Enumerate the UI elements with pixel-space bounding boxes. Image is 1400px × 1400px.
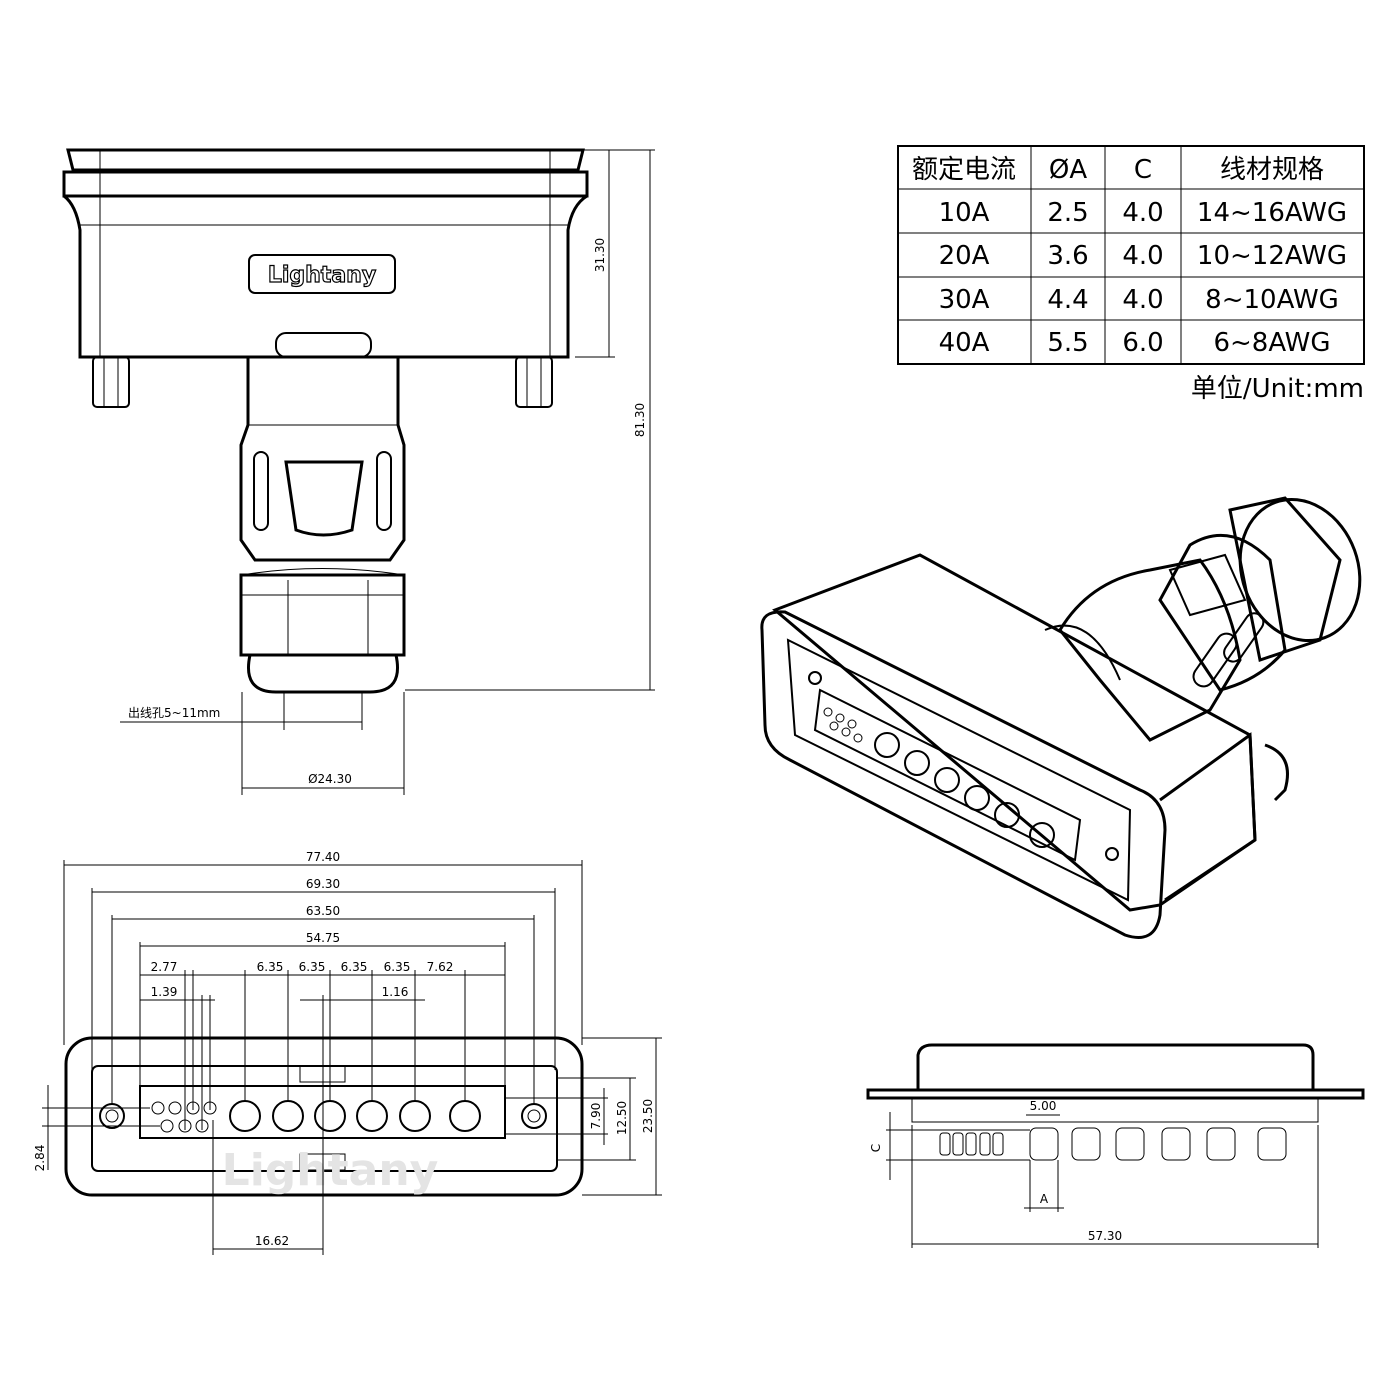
dim-pitch-6-35: 6.35 — [257, 960, 284, 974]
table-cell: 14~16AWG — [1197, 198, 1347, 228]
dim-31-30: 31.30 — [593, 238, 607, 272]
spec-table: 额定电流 ØA C 线材规格 10A 2.5 4.0 14~16AWG 20A … — [897, 145, 1365, 404]
dim-cable-hole: 出线孔5~11mm — [128, 706, 220, 720]
dim-pitch-6-35: 6.35 — [299, 960, 326, 974]
table-cell: 30A — [939, 285, 990, 315]
logo-plate — [248, 254, 396, 294]
dim-2-84: 2.84 — [33, 1145, 47, 1172]
dim-57-30: 57.30 — [1088, 1229, 1122, 1243]
isometric-view — [760, 496, 1362, 939]
dim-7-90: 7.90 — [589, 1103, 603, 1130]
gland-cap — [247, 653, 399, 694]
dim-a: A — [1040, 1192, 1049, 1206]
table-cell: 3.6 — [1047, 241, 1088, 271]
table-cell: 6~8AWG — [1213, 328, 1330, 358]
dim-c: C — [869, 1144, 883, 1152]
gland-nut — [239, 573, 406, 657]
table-cell: 4.0 — [1122, 285, 1163, 315]
screw-left — [92, 356, 130, 408]
table-header-c: C — [1134, 155, 1152, 185]
iso-pins — [823, 707, 1055, 848]
table-cell: 4.0 — [1122, 198, 1163, 228]
dim-pitch-6-35: 6.35 — [384, 960, 411, 974]
unit-note: 单位/Unit:mm — [1191, 374, 1364, 404]
hood-rim — [66, 148, 585, 172]
table-cell: 5.5 — [1047, 328, 1088, 358]
brand-logo: Lightany — [268, 263, 376, 288]
dim-5-00: 5.00 — [1030, 1099, 1057, 1113]
dim-77-40: 77.40 — [306, 850, 340, 864]
dim-1-16: 1.16 — [382, 985, 409, 999]
dim-63-50: 63.50 — [306, 904, 340, 918]
table-cell: 10A — [939, 198, 990, 228]
front-view: Lightany 77.40 69.30 63.50 — [33, 850, 662, 1255]
side-contacts — [939, 1127, 1287, 1161]
latch — [275, 332, 372, 358]
dim-diameter: Ø24.30 — [308, 772, 352, 786]
table-cell: 6.0 — [1122, 328, 1163, 358]
side-hood — [916, 1043, 1315, 1090]
table-cell: 10~12AWG — [1197, 241, 1347, 271]
dim-69-30: 69.30 — [306, 877, 340, 891]
top-view: Lightany 31.30 81.30 — [62, 148, 655, 795]
table-cell: 4.0 — [1122, 241, 1163, 271]
mount-hole-right — [521, 1103, 547, 1129]
iso-hood — [772, 553, 1257, 912]
dim-pitch-6-35: 6.35 — [341, 960, 368, 974]
table-cell: 8~10AWG — [1205, 285, 1339, 315]
watermark-logo: Lightany — [222, 1145, 439, 1196]
dim-81-30: 81.30 — [633, 403, 647, 437]
table-header-diameter: ØA — [1049, 155, 1087, 185]
front-flange — [64, 1036, 584, 1197]
dim-12-50: 12.50 — [615, 1101, 629, 1135]
dim-1-39: 1.39 — [151, 985, 178, 999]
table-cell: 2.5 — [1047, 198, 1088, 228]
hood-flange — [62, 170, 589, 198]
dim-16-62: 16.62 — [255, 1234, 289, 1248]
dim-54-75: 54.75 — [306, 931, 340, 945]
side-view: 5.00 C A 57.30 — [866, 1043, 1365, 1248]
neck-window — [284, 460, 364, 537]
dim-pitch-7-62: 7.62 — [427, 960, 454, 974]
dim-pitch-2-77: 2.77 — [151, 960, 178, 974]
table-cell: 40A — [939, 328, 990, 358]
adapter-neck — [239, 357, 406, 562]
side-flange — [866, 1088, 1365, 1100]
table-header-current: 额定电流 — [912, 155, 1016, 185]
iso-flange — [760, 610, 1167, 939]
table-header-wire: 线材规格 — [1220, 155, 1324, 185]
table-cell: 20A — [939, 241, 990, 271]
screw-right — [515, 356, 553, 408]
table-cell: 4.4 — [1047, 285, 1088, 315]
dim-23-50: 23.50 — [641, 1099, 655, 1133]
